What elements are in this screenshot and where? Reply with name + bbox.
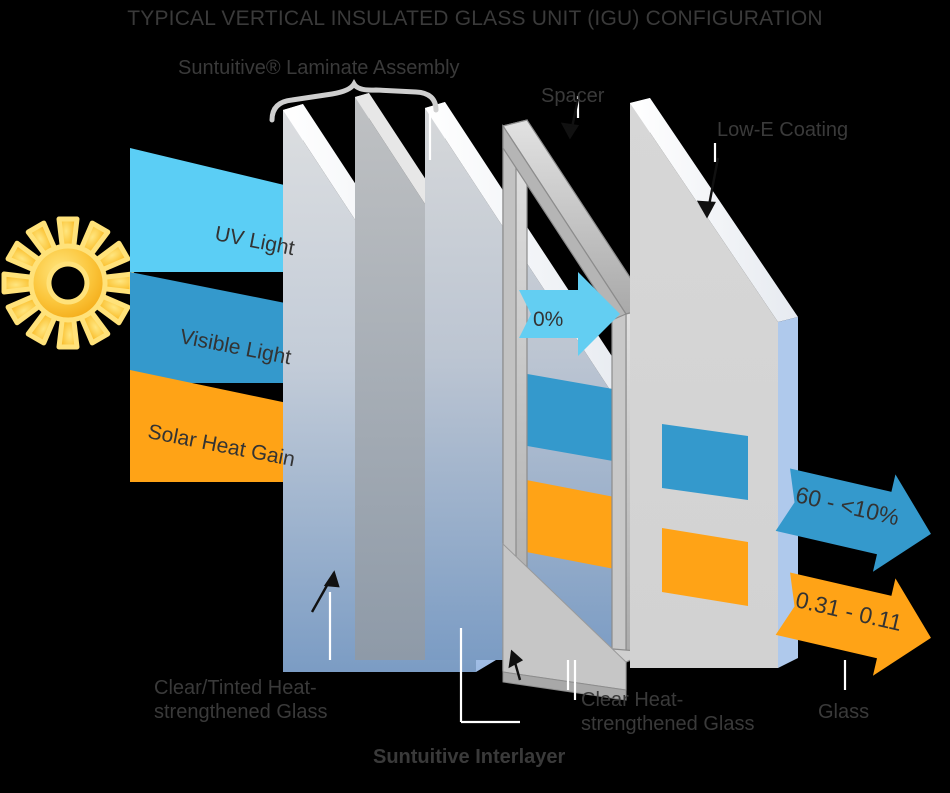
label-glass: Glass [818,701,870,723]
label-clear-glass-line2: strengthened Glass [581,713,755,735]
label-spacer: Spacer [541,85,605,107]
outer-beam-solar [662,528,748,606]
pointer-clear-tinted-glass [310,570,340,613]
interior-beam-visible [516,372,630,464]
beam-visible-light [130,272,330,383]
beam-solar-heat-gain [130,370,330,482]
spacer-frame [502,119,651,701]
label-suntuitive-interlayer: Suntuitive Interlayer [373,746,566,768]
arrow-label-interior-uv: 0% [533,308,564,331]
pointer-low-e-coating [696,157,720,219]
leader-lines [328,96,847,724]
label-laminate-assembly: Suntuitive® Laminate Assembly [178,57,460,79]
label-clear-glass-line1: Clear Heat- [581,689,684,711]
arrow-visible-out [775,468,931,572]
laminate-assembly-brace [269,78,439,123]
interior-beam-solar [516,478,630,572]
arrow-solar-heat-out [775,572,931,676]
pointer-arrows [310,98,720,681]
label-clear-tinted-glass-line1: Clear/Tinted Heat- [154,677,317,699]
label-clear-tinted-glass-line2: strengthened Glass [154,701,328,723]
pane-low-e-glass [630,98,798,668]
incoming-beams [130,148,330,482]
pointer-spacer [560,98,580,140]
arrow-interior-uv [519,272,620,356]
beam-uv-light [130,148,330,272]
pointer-interlayer [508,649,524,681]
outer-pane-beams [662,424,748,606]
interior-beams [516,372,630,572]
page-title: TYPICAL VERTICAL INSULATED GLASS UNIT (I… [127,7,823,30]
label-low-e-coating: Low-E Coating [717,119,849,141]
sun-icon [1,216,135,350]
outer-beam-visible [662,424,748,500]
